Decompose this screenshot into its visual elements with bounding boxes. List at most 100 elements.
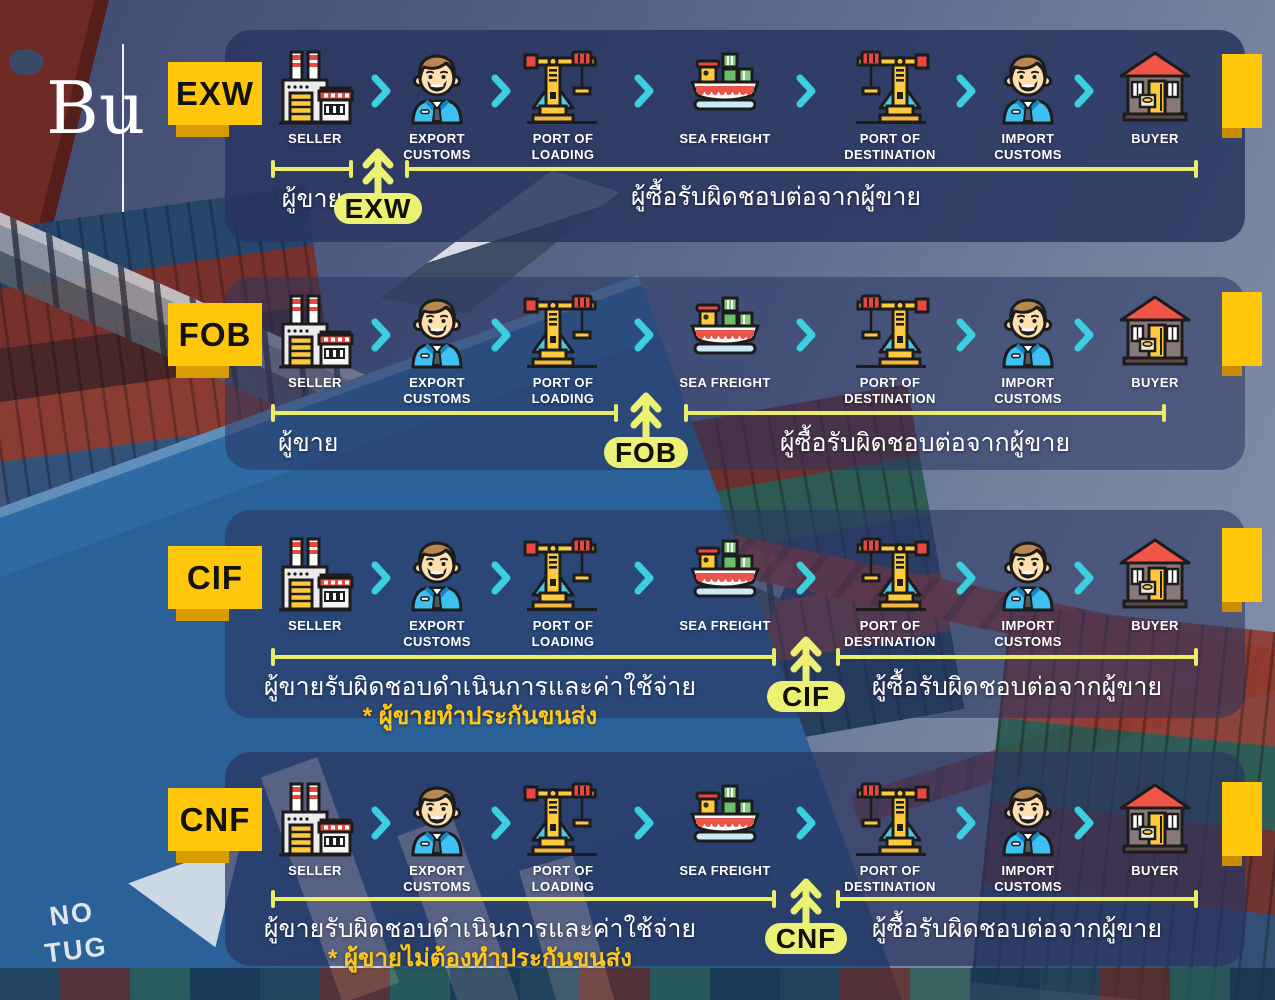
customs-officer-icon [397, 535, 477, 615]
step-port-of-destination: PORT OF DESTINATION [830, 292, 950, 408]
step-label: SEA FREIGHT [679, 131, 771, 146]
harbor-crane-icon [850, 48, 930, 128]
step-import-customs: IMPORT CUSTOMS [968, 780, 1088, 896]
buyer-scope-label: ผู้ซื้อรับผิดชอบต่อจากผู้ขาย [871, 673, 1163, 701]
buyer-scope-line [836, 890, 1198, 908]
customs-officer-icon [988, 48, 1068, 128]
step-label: EXPORT CUSTOMS [403, 863, 471, 895]
step-label: SEA FREIGHT [679, 375, 771, 390]
chevron-right-icon [1074, 318, 1094, 352]
incoterm-code-tag: CNF [168, 788, 262, 863]
step-label: SEA FREIGHT [679, 618, 771, 633]
buyer-scope-line [405, 160, 1198, 178]
incoterm-code: CNF [179, 800, 251, 838]
step-sea-freight: SEA FREIGHT [665, 48, 785, 147]
customs-officer-icon [988, 535, 1068, 615]
step-label: SEA FREIGHT [679, 863, 771, 878]
incoterm-badge: CNF [764, 923, 848, 954]
cargo-ship-icon [685, 535, 765, 615]
step-label: EXPORT CUSTOMS [403, 375, 471, 407]
customs-officer-icon [397, 48, 477, 128]
step-label: PORT OF DESTINATION [844, 863, 936, 895]
step-port-of-loading: PORT OF LOADING [503, 48, 623, 164]
incoterm-code-tag: CIF [168, 546, 262, 621]
customs-officer-icon [988, 292, 1068, 372]
logo: Bu [46, 72, 145, 144]
harbor-crane-icon [523, 48, 603, 128]
step-buyer: BUYER [1095, 292, 1215, 391]
harbor-crane-icon [850, 535, 930, 615]
seller-scope-label: ผู้ขายรับผิดชอบดำเนินการและค่าใช้จ่าย [263, 915, 697, 943]
step-seller: SELLER [255, 292, 375, 391]
harbor-crane-icon [523, 780, 603, 860]
chevron-right-icon [796, 318, 816, 352]
step-label: IMPORT CUSTOMS [994, 618, 1062, 650]
step-port-of-loading: PORT OF LOADING [503, 292, 623, 408]
seller-scope-label: ผู้ขาย [281, 185, 343, 213]
seller-insurance-note: * ผู้ขายไม่ต้องทำประกันขนส่ง [327, 945, 633, 972]
step-label: EXPORT CUSTOMS [403, 618, 471, 650]
step-import-customs: IMPORT CUSTOMS [968, 292, 1088, 408]
customs-officer-icon [397, 780, 477, 860]
seller-scope-line [271, 890, 776, 908]
step-buyer: BUYER [1095, 780, 1215, 879]
up-arrow-icon [628, 384, 664, 440]
incoterm-transfer-marker: CNF [764, 870, 848, 954]
up-arrow-icon [360, 140, 396, 196]
incoterm-code: FOB [178, 315, 252, 353]
step-label: BUYER [1131, 618, 1179, 633]
dock-strip [0, 968, 1275, 1000]
step-label: IMPORT CUSTOMS [994, 863, 1062, 895]
panel-side-tab [1222, 54, 1262, 138]
chevron-right-icon [634, 74, 654, 108]
incoterm-code: EXW [175, 74, 255, 112]
step-sea-freight: SEA FREIGHT [665, 292, 785, 391]
harbor-crane-icon [850, 780, 930, 860]
step-port-of-destination: PORT OF DESTINATION [830, 780, 950, 896]
up-arrow-icon [788, 870, 824, 926]
step-label: BUYER [1131, 375, 1179, 390]
step-port-of-destination: PORT OF DESTINATION [830, 48, 950, 164]
step-buyer: BUYER [1095, 535, 1215, 634]
customs-officer-icon [397, 292, 477, 372]
chevron-right-icon [634, 806, 654, 840]
seller-insurance-note: * ผู้ขายทำประกันขนส่ง [362, 703, 598, 730]
step-seller: SELLER [255, 535, 375, 634]
step-export-customs: EXPORT CUSTOMS [377, 780, 497, 896]
incoterm-transfer-marker: FOB [603, 384, 689, 468]
harbor-crane-icon [523, 535, 603, 615]
step-label: PORT OF LOADING [531, 131, 595, 163]
incoterm-row-fob: FOB SELLER EXPORT CUSTOMS PORT OF LOADIN… [0, 277, 1275, 470]
seller-scope-label: ผู้ขาย [278, 429, 339, 457]
step-label: PORT OF LOADING [531, 863, 595, 895]
seller-scope-line [271, 160, 353, 178]
buyer-scope-label: ผู้ซื้อรับผิดชอบต่อจากผู้ขาย [630, 183, 922, 211]
step-sea-freight: SEA FREIGHT [665, 780, 785, 879]
harbor-crane-icon [523, 292, 603, 372]
logo-text: Bu [46, 66, 146, 150]
incoterm-badge: FOB [603, 437, 689, 468]
step-label: PORT OF LOADING [531, 618, 595, 650]
house-icon [1115, 780, 1195, 860]
cargo-ship-icon [685, 292, 765, 372]
chevron-right-icon [796, 806, 816, 840]
factory-icon [275, 48, 355, 128]
factory-icon [275, 780, 355, 860]
buyer-scope-label: ผู้ซื้อรับผิดชอบต่อจากผู้ขาย [871, 915, 1163, 943]
chevron-right-icon [796, 74, 816, 108]
step-export-customs: EXPORT CUSTOMS [377, 535, 497, 651]
step-seller: SELLER [255, 48, 375, 147]
panel-side-tab [1222, 528, 1262, 612]
cargo-ship-icon [685, 48, 765, 128]
step-label: PORT OF DESTINATION [844, 131, 936, 163]
step-label: IMPORT CUSTOMS [994, 375, 1062, 407]
house-icon [1115, 292, 1195, 372]
chevron-right-icon [634, 318, 654, 352]
chevron-right-icon [796, 561, 816, 595]
step-label: SELLER [288, 375, 342, 390]
chevron-right-icon [1074, 74, 1094, 108]
panel-side-tab [1222, 782, 1262, 866]
step-label: EXPORT CUSTOMS [403, 131, 471, 163]
house-icon [1115, 535, 1195, 615]
